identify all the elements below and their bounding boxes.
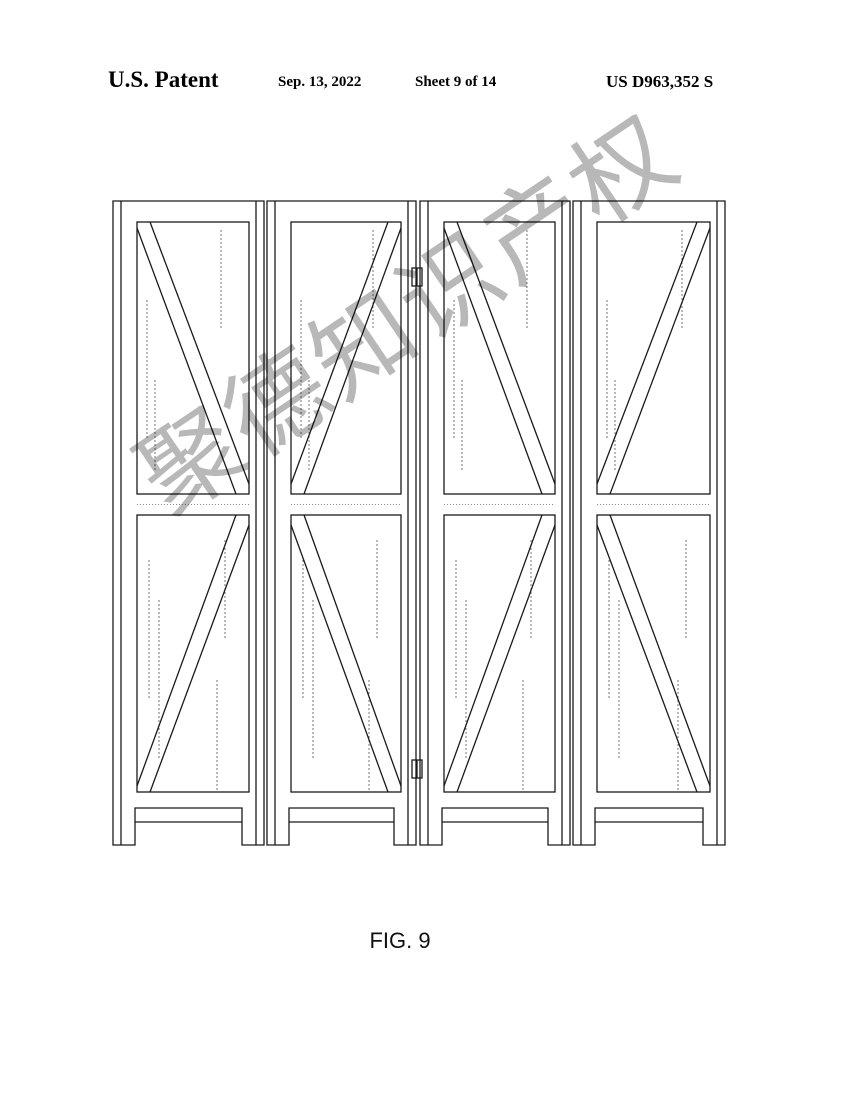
cross-brace-line: [136, 514, 237, 787]
patent-date: Sep. 13, 2022: [278, 74, 362, 90]
cross-brace-line: [303, 514, 402, 787]
screen-panel-2: [266, 200, 417, 846]
lower-pane: [596, 514, 711, 793]
patent-label: U.S. Patent: [108, 67, 219, 92]
sheet-number: Sheet 9 of 14: [415, 74, 497, 90]
panel-frame-outline: [112, 200, 265, 846]
screen-panel-1: [112, 200, 265, 846]
cross-brace-line: [443, 514, 543, 787]
upper-pane: [290, 221, 402, 495]
screen-panel-4: [572, 200, 726, 846]
panel-frame-outline: [266, 200, 417, 846]
cross-brace-line: [609, 227, 711, 495]
patent-number: US D963,352 S: [606, 72, 714, 91]
upper-pane: [443, 221, 556, 495]
cross-brace-line: [290, 221, 389, 485]
cross-brace-line: [456, 221, 556, 485]
cross-brace-line: [303, 227, 402, 495]
cross-brace-line: [149, 524, 250, 793]
panel-frame-outline: [419, 200, 571, 846]
cross-brace-line: [456, 524, 556, 793]
screen-panel-3: [419, 200, 571, 846]
cross-brace-line: [149, 221, 250, 485]
figure-label: FIG. 9: [369, 928, 431, 953]
cross-brace-line: [596, 524, 698, 793]
cross-brace-line: [290, 524, 389, 793]
upper-pane: [596, 221, 711, 495]
upper-pane: [136, 221, 250, 495]
lower-pane: [136, 514, 250, 793]
cross-brace-line: [596, 221, 698, 485]
cross-brace-line: [609, 514, 711, 787]
lower-pane: [290, 514, 402, 793]
lower-pane: [443, 514, 556, 793]
panel-frame-outline: [572, 200, 726, 846]
cross-brace-line: [136, 227, 237, 495]
cross-brace-line: [443, 227, 543, 495]
